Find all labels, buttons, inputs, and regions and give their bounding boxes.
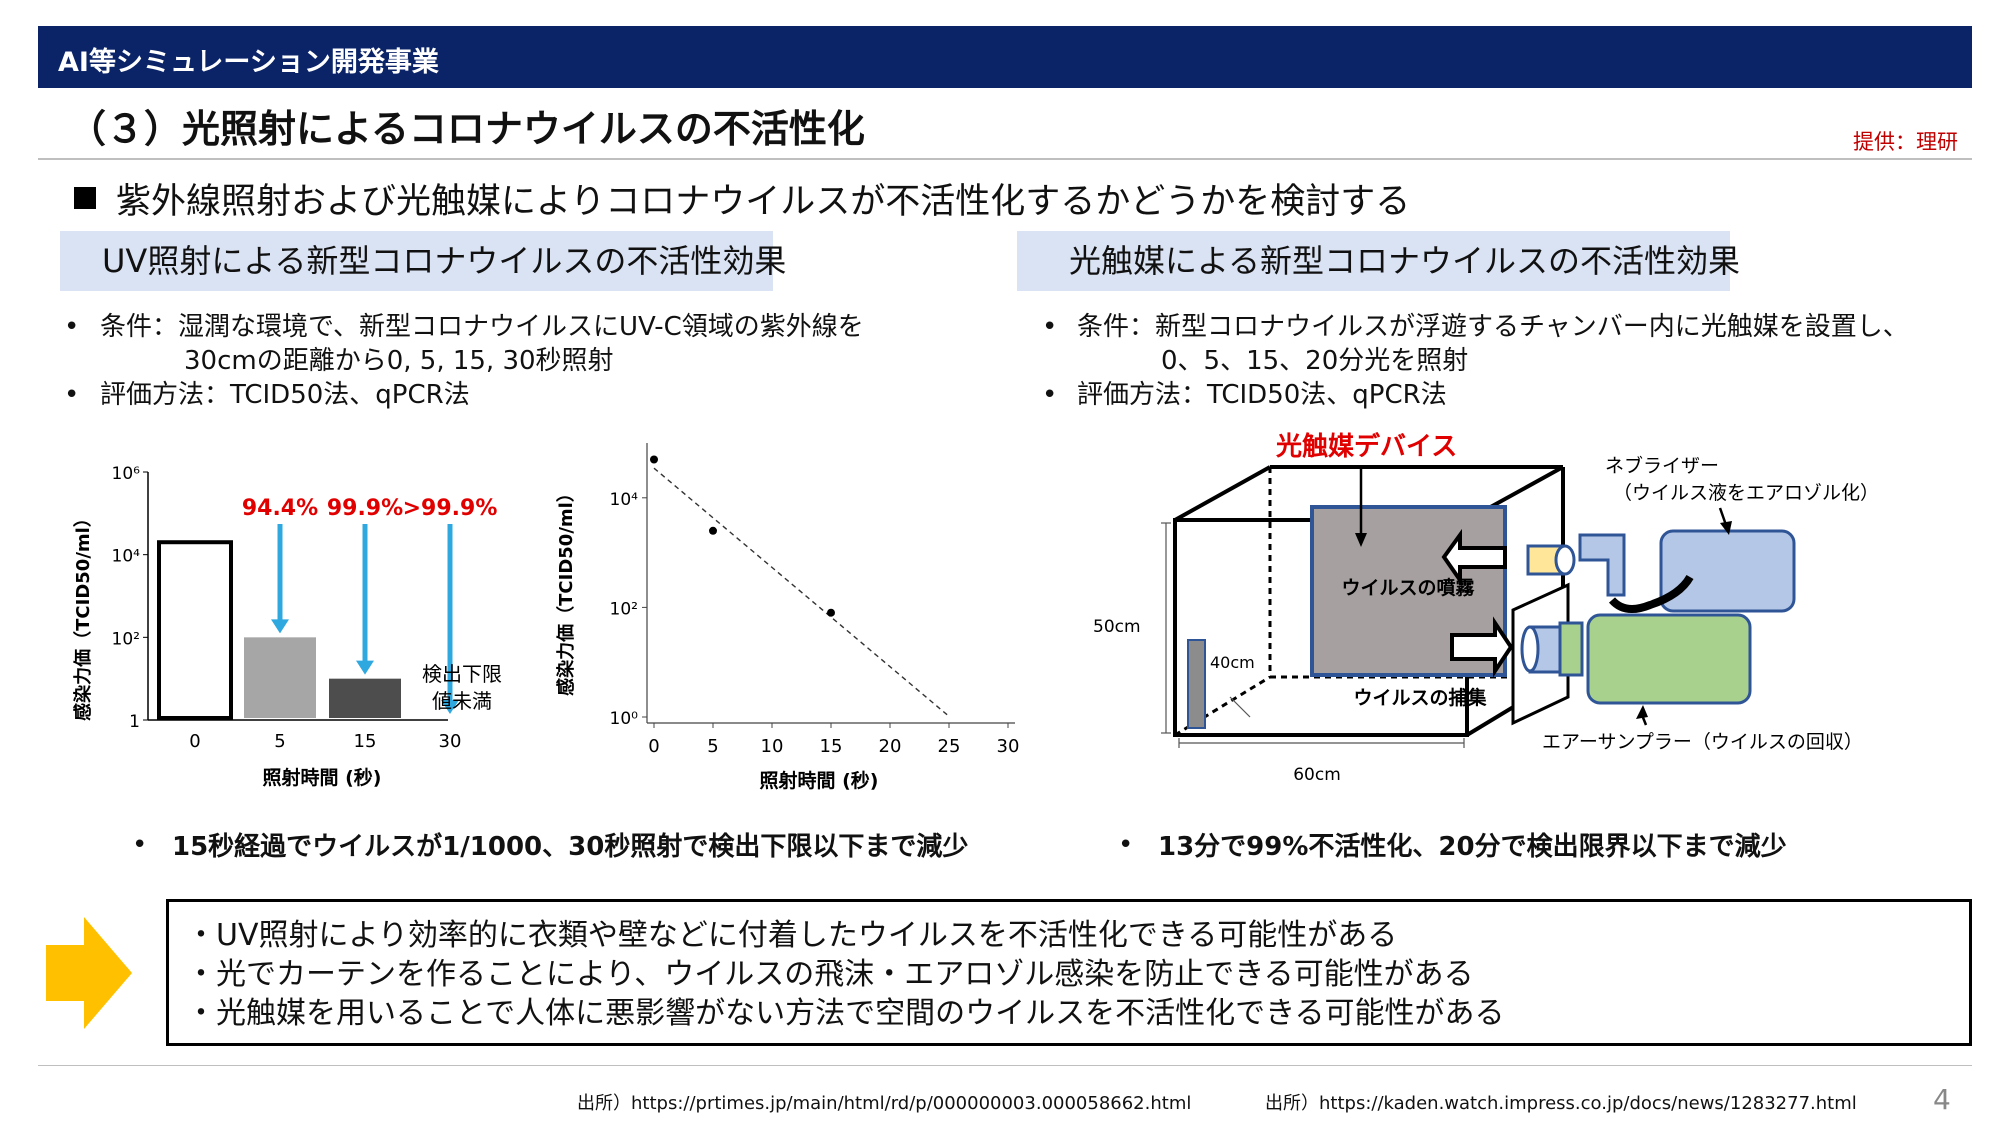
bar-x-tick-label: 5 [274, 731, 285, 752]
right-evaluation: 評価方法：TCID50法、qPCR法 [1077, 380, 1447, 410]
scatter-x-tick-label: 20 [879, 736, 902, 757]
page-number: 4 [1933, 1083, 1951, 1116]
dim-width-label: 60cm [1293, 765, 1341, 785]
nebulizer-unit [1659, 529, 1796, 613]
scatter-chart-axes: 0 5 10 15 20 25 30 10⁰ 10² 10⁴ [610, 443, 1020, 757]
source-link-2[interactable]: 出所）https://kaden.watch.impress.co.jp/doc… [1265, 1093, 1857, 1114]
bullet-dot-icon: • [1118, 830, 1134, 860]
square-bullet-icon [74, 187, 96, 209]
bar-y-tick-label: 1 [129, 712, 140, 732]
sampler-label: エアーサンプラー（ウイルスの回収） [1542, 731, 1863, 753]
arrow-head-icon [441, 700, 459, 714]
bar [329, 678, 401, 718]
lead-statement: 紫外線照射および光触媒によりコロナウイルスが不活性化するかどうかを検討する [116, 182, 1411, 222]
scatter-x-tick-label: 30 [997, 736, 1020, 757]
source-link-1[interactable]: 出所）https://prtimes.jp/main/html/rd/p/000… [577, 1093, 1192, 1114]
scatter-chart-xlabel: 照射時間 (秒) [760, 769, 879, 792]
right-arrow-icon [46, 917, 132, 1033]
trend-line [653, 467, 951, 718]
bar-chart-bars: 94.4% 99.9%>99.9% [157, 496, 498, 720]
right-panel-heading: 光触媒による新型コロナウイルスの不活性効果 [1017, 231, 1740, 291]
bullet-dot-icon: • [1042, 380, 1058, 410]
device-label: 光触媒デバイス [1275, 431, 1457, 462]
left-condition-line2: 30cmの距離から0, 5, 15, 30秒照射 [184, 346, 614, 376]
header-bar [38, 26, 1972, 88]
bar-y-tick-label: 10⁴ [112, 547, 141, 567]
bar [157, 540, 233, 720]
bullet-dot-icon: • [1042, 312, 1058, 342]
bar-x-tick-label: 30 [439, 731, 462, 752]
provider-credit: 提供：理研 [1853, 130, 1958, 154]
scatter-x-tick-label: 15 [820, 736, 843, 757]
bullet-dot-icon: • [64, 380, 80, 410]
spray-arrow-icon [1441, 528, 1507, 587]
reduction-label: >99.9% [403, 496, 498, 521]
bar-x-tick-label: 15 [354, 731, 377, 752]
uv-scatter-chart: 0 5 10 15 20 25 30 10⁰ 10² 10⁴ 感染力価（TCID50/ml） 照射… [545, 435, 1045, 804]
data-point [709, 526, 717, 535]
arrow-head-icon [356, 660, 374, 675]
right-finding: 13分で99%不活性化、20分で検出限界以下まで減少 [1158, 832, 1787, 862]
right-condition-line2: 0、5、15、20分光を照射 [1161, 346, 1469, 376]
scatter-chart-points [650, 455, 951, 718]
bar-y-tick-label: 10⁶ [112, 464, 141, 484]
dimension-lines [1161, 522, 1465, 748]
nebulizer-label-line2: （ウイルス液をエアロゾル化） [1613, 482, 1879, 504]
dim-depth-label: 40cm [1210, 653, 1255, 672]
bullet-dot-icon: • [132, 830, 148, 860]
scatter-x-tick-label: 5 [707, 736, 718, 757]
arrow-head-icon [271, 619, 289, 634]
data-point [650, 455, 658, 464]
dim-height-label: 50cm [1093, 617, 1141, 637]
bar-chart-axes: 1 10² 10⁴ 10⁶ 0 5 15 30 [112, 464, 462, 752]
conclusion-line-1: ・UV照射により効率的に衣類や壁などに付着したウイルスを不活性化できる可能性があ… [186, 918, 1398, 953]
left-evaluation: 評価方法：TCID50法、qPCR法 [100, 380, 470, 410]
air-sampler-unit [1586, 613, 1752, 705]
detection-limit-label-line2: 値未満 [432, 689, 492, 713]
left-panel-heading: UV照射による新型コロナウイルスの不活性効果 [60, 231, 786, 291]
sample-plate [1187, 639, 1206, 729]
page-title: （３）光照射によるコロナウイルスの不活性化 [68, 107, 865, 151]
left-condition-line1: 条件：湿潤な環境で、新型コロナウイルスにUV-C領域の紫外線を [100, 312, 864, 342]
detection-limit-label-line1: 検出下限 [422, 662, 502, 686]
uv-bar-chart: 1 10² 10⁴ 10⁶ 0 5 15 30 94.4% 99.9%>99.9% 感染力価（T… [60, 450, 560, 804]
reduction-label: 99.9% [327, 496, 403, 521]
header-category: AI等シミュレーション開発事業 [58, 47, 439, 78]
data-point [827, 608, 835, 617]
bar [244, 637, 316, 718]
nebulizer-elbow [1578, 533, 1626, 597]
spray-label: ウイルスの噴霧 [1341, 577, 1475, 599]
capture-label: ウイルスの捕集 [1353, 686, 1487, 709]
right-condition-line1: 条件：新型コロナウイルスが浮遊するチャンバー内に光触媒を設置し、 [1077, 312, 1909, 342]
bar-y-tick-label: 10² [112, 629, 140, 649]
capture-arrow-icon [1450, 616, 1514, 678]
bar-chart-xlabel: 照射時間 (秒) [263, 766, 382, 789]
bullet-dot-icon: • [64, 312, 80, 342]
scatter-chart-ylabel: 感染力価（TCID50/ml） [555, 484, 577, 696]
scatter-y-tick-label: 10⁰ [610, 709, 639, 729]
scatter-x-tick-label: 0 [648, 736, 659, 757]
title-divider [38, 158, 1972, 160]
reduction-label: 94.4% [242, 496, 318, 521]
left-finding: 15秒経過でウイルスが1/1000、30秒照射で検出下限以下まで減少 [172, 832, 969, 862]
conclusion-line-3: ・光触媒を用いることで人体に悪影響がない方法で空間のウイルスを不活性化できる可能… [186, 996, 1505, 1031]
scatter-y-tick-label: 10² [610, 599, 638, 619]
scatter-y-tick-label: 10⁴ [610, 490, 639, 510]
scatter-x-tick-label: 25 [938, 736, 961, 757]
footer-divider [38, 1065, 1972, 1066]
conclusion-line-2: ・光でカーテンを作ることにより、ウイルスの飛沫・エアロゾル感染を防止できる可能性… [186, 957, 1474, 992]
sampler-connector [1558, 621, 1584, 677]
scatter-x-tick-label: 10 [761, 736, 784, 757]
bar-chart-ylabel: 感染力価（TCID50/ml） [72, 509, 94, 721]
photocatalyst-chamber-diagram: 光触媒デバイス ウイルスの噴霧 ウイルスの捕集 ネブライザー （ウイルス液をエア… [1080, 425, 1890, 804]
bar-x-tick-label: 0 [189, 731, 200, 752]
nebulizer-label-line1: ネブライザー [1605, 454, 1719, 477]
conclusion-box [166, 899, 1972, 1046]
